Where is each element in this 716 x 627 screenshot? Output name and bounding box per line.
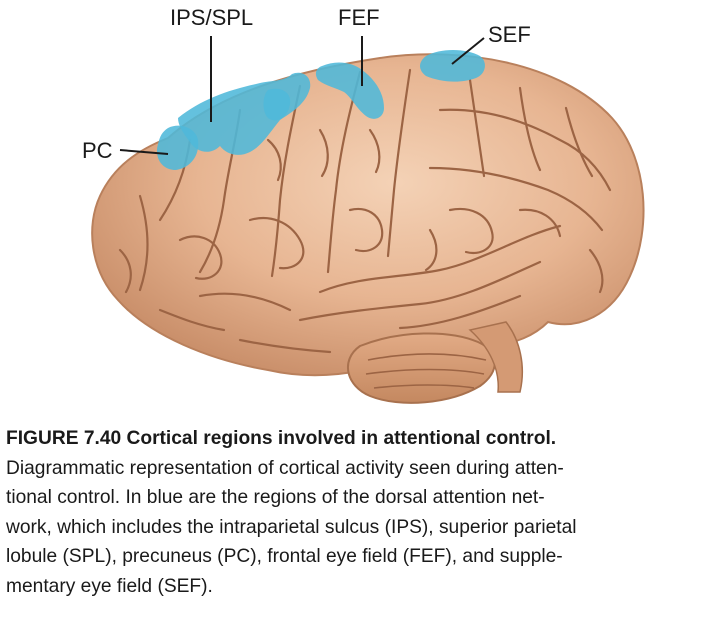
caption-line: Diagrammatic representation of cortical … <box>6 457 564 479</box>
caption-line: tional control. In blue are the regions … <box>6 487 545 508</box>
caption-line: mentary eye field (SEF). <box>6 575 213 597</box>
cerebellum-folia <box>365 353 487 389</box>
brainstem <box>468 321 524 393</box>
figure-caption: FIGURE 7.40 Cortical regions involved in… <box>6 424 712 601</box>
label-sef: SEF <box>488 22 531 47</box>
region-ips-spl-2 <box>263 88 291 121</box>
caption-line: work, which includes the intraparietal s… <box>6 516 577 538</box>
brain-sulci <box>118 68 612 354</box>
region-sef <box>420 50 485 82</box>
leader-lines <box>119 36 485 155</box>
brain-figure: IPS/SPL FEF SEF PC <box>82 5 645 404</box>
caption-title: FIGURE 7.40 Cortical regions involved in… <box>6 428 557 449</box>
label-fef: FEF <box>338 5 380 30</box>
brain-diagram: IPS/SPL FEF SEF PC <box>82 5 645 404</box>
caption-line: lobule (SPL), precuneus (PC), frontal ey… <box>6 546 563 567</box>
label-ips-spl: IPS/SPL <box>170 5 253 30</box>
cerebellum <box>347 332 496 404</box>
leader-pc <box>119 149 169 155</box>
dorsal-attention-regions <box>156 50 485 170</box>
leader-sef <box>451 37 485 65</box>
label-pc: PC <box>82 138 113 163</box>
region-fef <box>315 62 384 119</box>
